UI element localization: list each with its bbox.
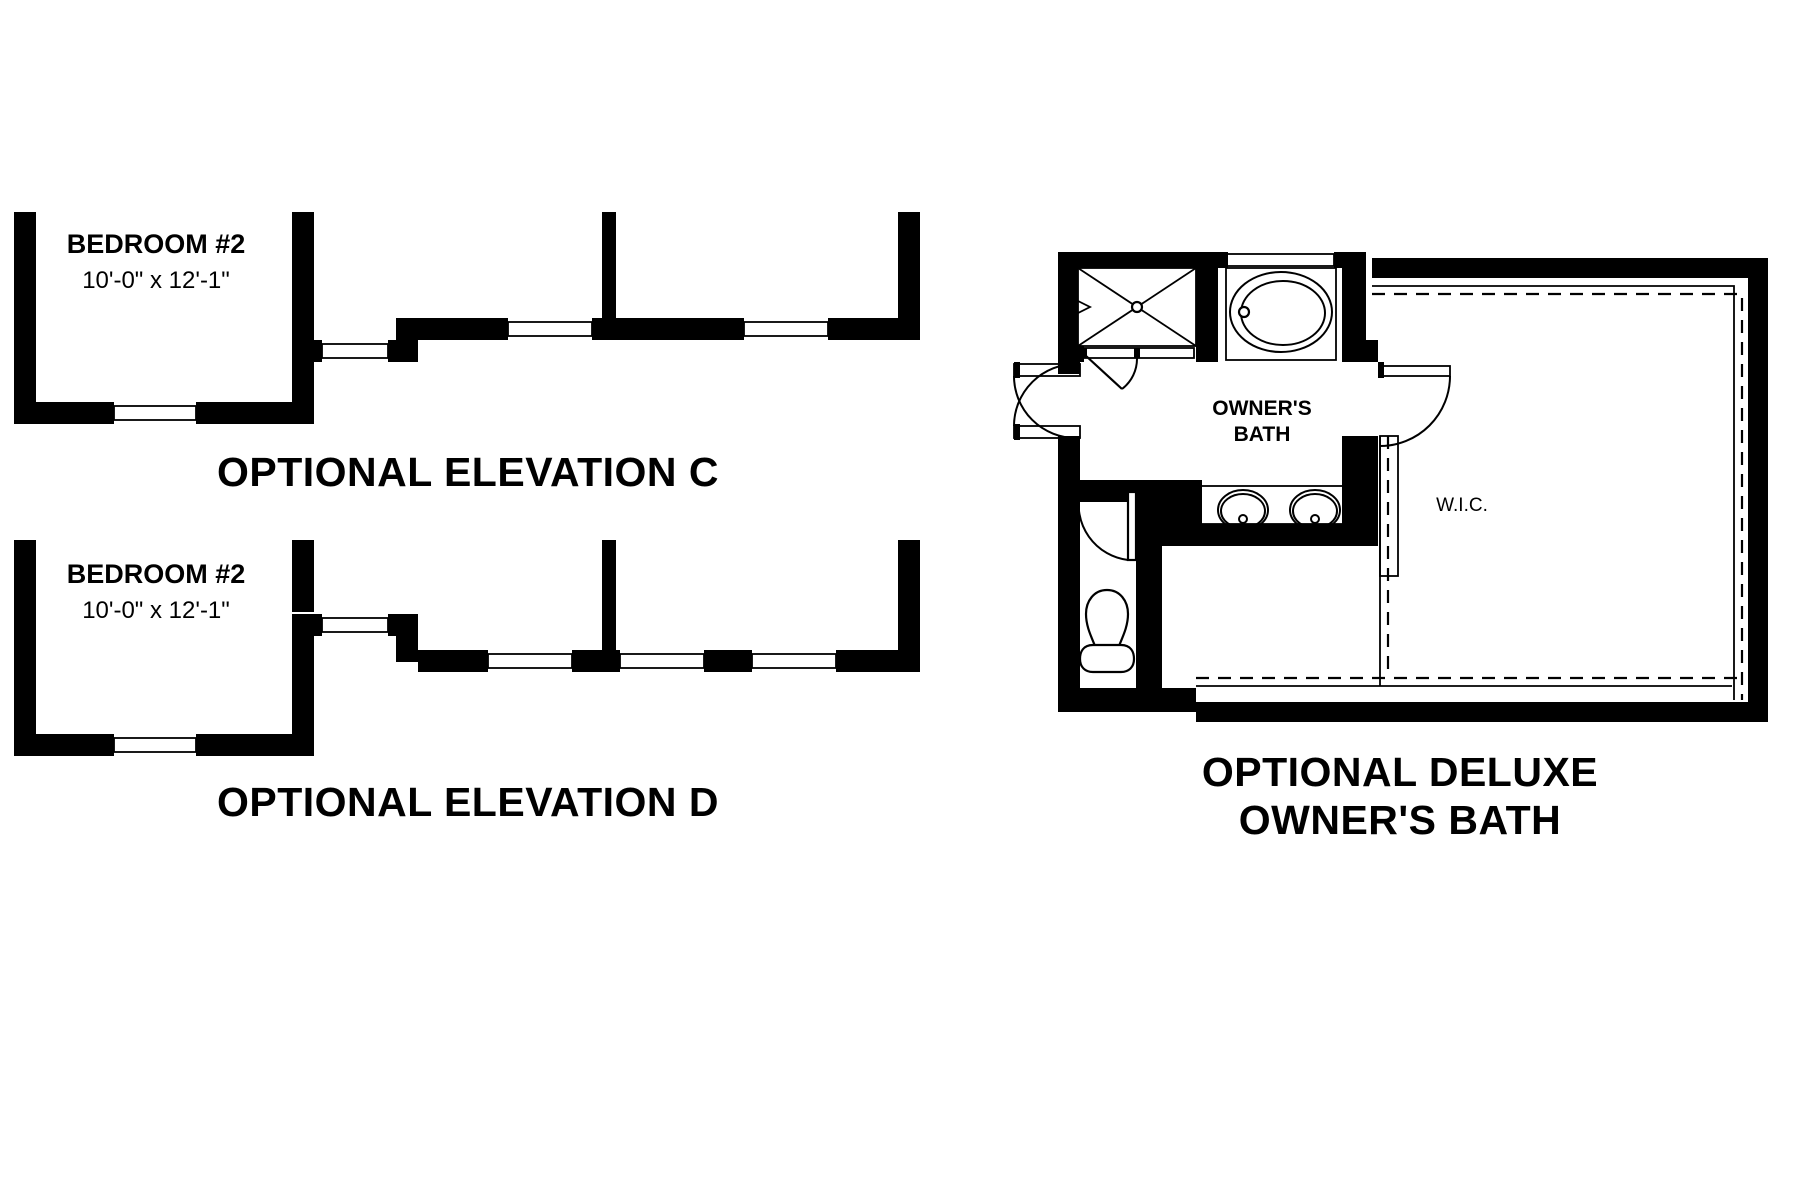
wall-bedroom-left-d [14, 540, 36, 756]
sink-left-basin [1220, 493, 1266, 529]
wall-corridor-high-b-c [592, 318, 744, 340]
bedroom-2-name-c: BEDROOM #2 [67, 229, 246, 259]
wall-bedroom-left-c [14, 212, 36, 424]
wall-corridor-step-riser-d [396, 614, 418, 662]
wall-left-jog-stop-upper [1014, 362, 1020, 378]
sink-right-basin [1292, 493, 1338, 529]
door-arc-entry-upper [1013, 375, 1077, 439]
wic-door-jamb [1378, 362, 1384, 378]
wic-label: W.I.C. [1436, 495, 1488, 516]
door-arc-entry-lower [1013, 363, 1077, 427]
opening-corridor-1-d [487, 653, 573, 669]
wall-corridor-low-left-c [292, 340, 322, 362]
vanity-counter [1197, 485, 1369, 525]
shower-head-icon [1067, 294, 1093, 320]
window-tub [1225, 253, 1335, 267]
wall-corridor-high-left-d [292, 614, 322, 636]
wall-right-exterior-d [898, 540, 920, 672]
wall-tub-to-wic [1342, 340, 1378, 362]
wic-rod-top [1372, 292, 1744, 700]
wall-tub-top-right [1334, 252, 1342, 268]
wall-bedroom-bottom-left-d [14, 734, 114, 756]
sink-right-rim [1289, 489, 1341, 531]
tub-deck [1225, 267, 1337, 361]
wall-corridor-high-a-c [418, 318, 508, 340]
sink-right-drain [1310, 514, 1320, 524]
door-opening-bedroom-c [321, 343, 389, 359]
wall-tub-top-left [1218, 252, 1226, 268]
wall-vanity-front [1196, 524, 1378, 546]
shower-door-hinge-left [1080, 348, 1087, 358]
plan-deluxe-owners-bath: W.I.C. [1013, 252, 1768, 843]
shower-door-hinge-right [1134, 348, 1140, 358]
wall-corridor-low-b-d [572, 650, 620, 672]
wall-corridor-low-c-d [704, 650, 752, 672]
wall-shower-tub-divider [1196, 252, 1218, 362]
wic-shelf-left-block [1379, 435, 1399, 577]
wall-right-exterior-c [898, 212, 920, 340]
door-arc-shower [1121, 357, 1139, 390]
caption-elevation-d: OPTIONAL ELEVATION D [217, 779, 719, 825]
opening-corridor-2-c [743, 321, 829, 337]
window-bedroom-south-d [113, 737, 197, 753]
wall-bedroom-right-upper-c [292, 212, 314, 340]
shower-stall-outline [1077, 267, 1197, 347]
bedroom-2-name-d: BEDROOM #2 [67, 559, 246, 589]
tub-rim-inner [1240, 280, 1326, 346]
wall-wic-top [1372, 258, 1768, 278]
plan-elevation-d: BEDROOM #2 10'-0" x 12'-1" OPTIONAL ELEV… [14, 540, 920, 825]
wall-bath-top-shower [1058, 252, 1228, 268]
wall-bedroom-bottom-right-d [196, 734, 292, 756]
caption-bath-line2: OWNER'S BATH [1239, 797, 1561, 843]
wall-bedroom-right-lower-c [292, 362, 314, 424]
door-arc-wic [1379, 375, 1451, 447]
partition-stub-c [602, 212, 616, 322]
bedroom-2-dim-d: 10'-0" x 12'-1" [82, 597, 230, 624]
wall-wc-bottom [1058, 688, 1196, 712]
wall-wc-right [1136, 480, 1162, 710]
caption-elevation-c: OPTIONAL ELEVATION C [217, 449, 719, 495]
shower-drain [1130, 300, 1144, 314]
tub-drain [1237, 305, 1251, 319]
door-leaf-shower [1084, 354, 1123, 390]
wall-bedroom-bottom-right-c [196, 402, 292, 424]
partition-stub-d [602, 540, 616, 652]
wic-shelf-edge-top [1372, 285, 1735, 700]
toilet-tank [1078, 643, 1136, 674]
sink-left-drain [1238, 514, 1248, 524]
wall-bedroom-bottom-left-c [14, 402, 114, 424]
plan-elevation-c: BEDROOM #2 10'-0" x 12'-1" OPTIONAL ELEV… [14, 212, 920, 495]
window-bedroom-south-c [113, 405, 197, 421]
owners-bath-label-line1: OWNER'S [1212, 397, 1312, 420]
wall-corridor-high-c-c [828, 318, 920, 340]
opening-corridor-1-c [507, 321, 593, 337]
wall-wic-right [1748, 258, 1768, 722]
wall-bedroom-right-lower-d [292, 636, 314, 756]
tub-rim-outer [1229, 271, 1333, 353]
sink-left-rim [1217, 489, 1269, 531]
wall-wic-bottom [1196, 702, 1768, 722]
opening-corridor-3-d [751, 653, 837, 669]
wall-bedroom-right-upper-d [292, 540, 314, 612]
opening-corridor-2-d [619, 653, 705, 669]
wall-vanity-left-return [1162, 480, 1202, 546]
door-opening-bedroom-d [321, 617, 389, 633]
caption-bath-line1: OPTIONAL DELUXE [1202, 749, 1598, 795]
door-leaf-water-closet [1126, 490, 1138, 562]
door-arc-water-closet [1077, 491, 1129, 561]
wall-left-jog-stop-lower [1014, 424, 1020, 440]
wall-bath-left-mid [1058, 436, 1080, 486]
wall-left-jog-upper [1058, 346, 1080, 374]
wall-wc-left [1058, 480, 1080, 710]
toilet-bowl [1084, 588, 1130, 648]
wall-corridor-step-riser-c [396, 318, 418, 362]
wic-door-opening [1379, 365, 1451, 377]
wall-corridor-low-a-d [418, 650, 488, 672]
bedroom-2-dim-c: 10'-0" x 12'-1" [82, 267, 230, 294]
owners-bath-label-line2: BATH [1234, 423, 1291, 446]
